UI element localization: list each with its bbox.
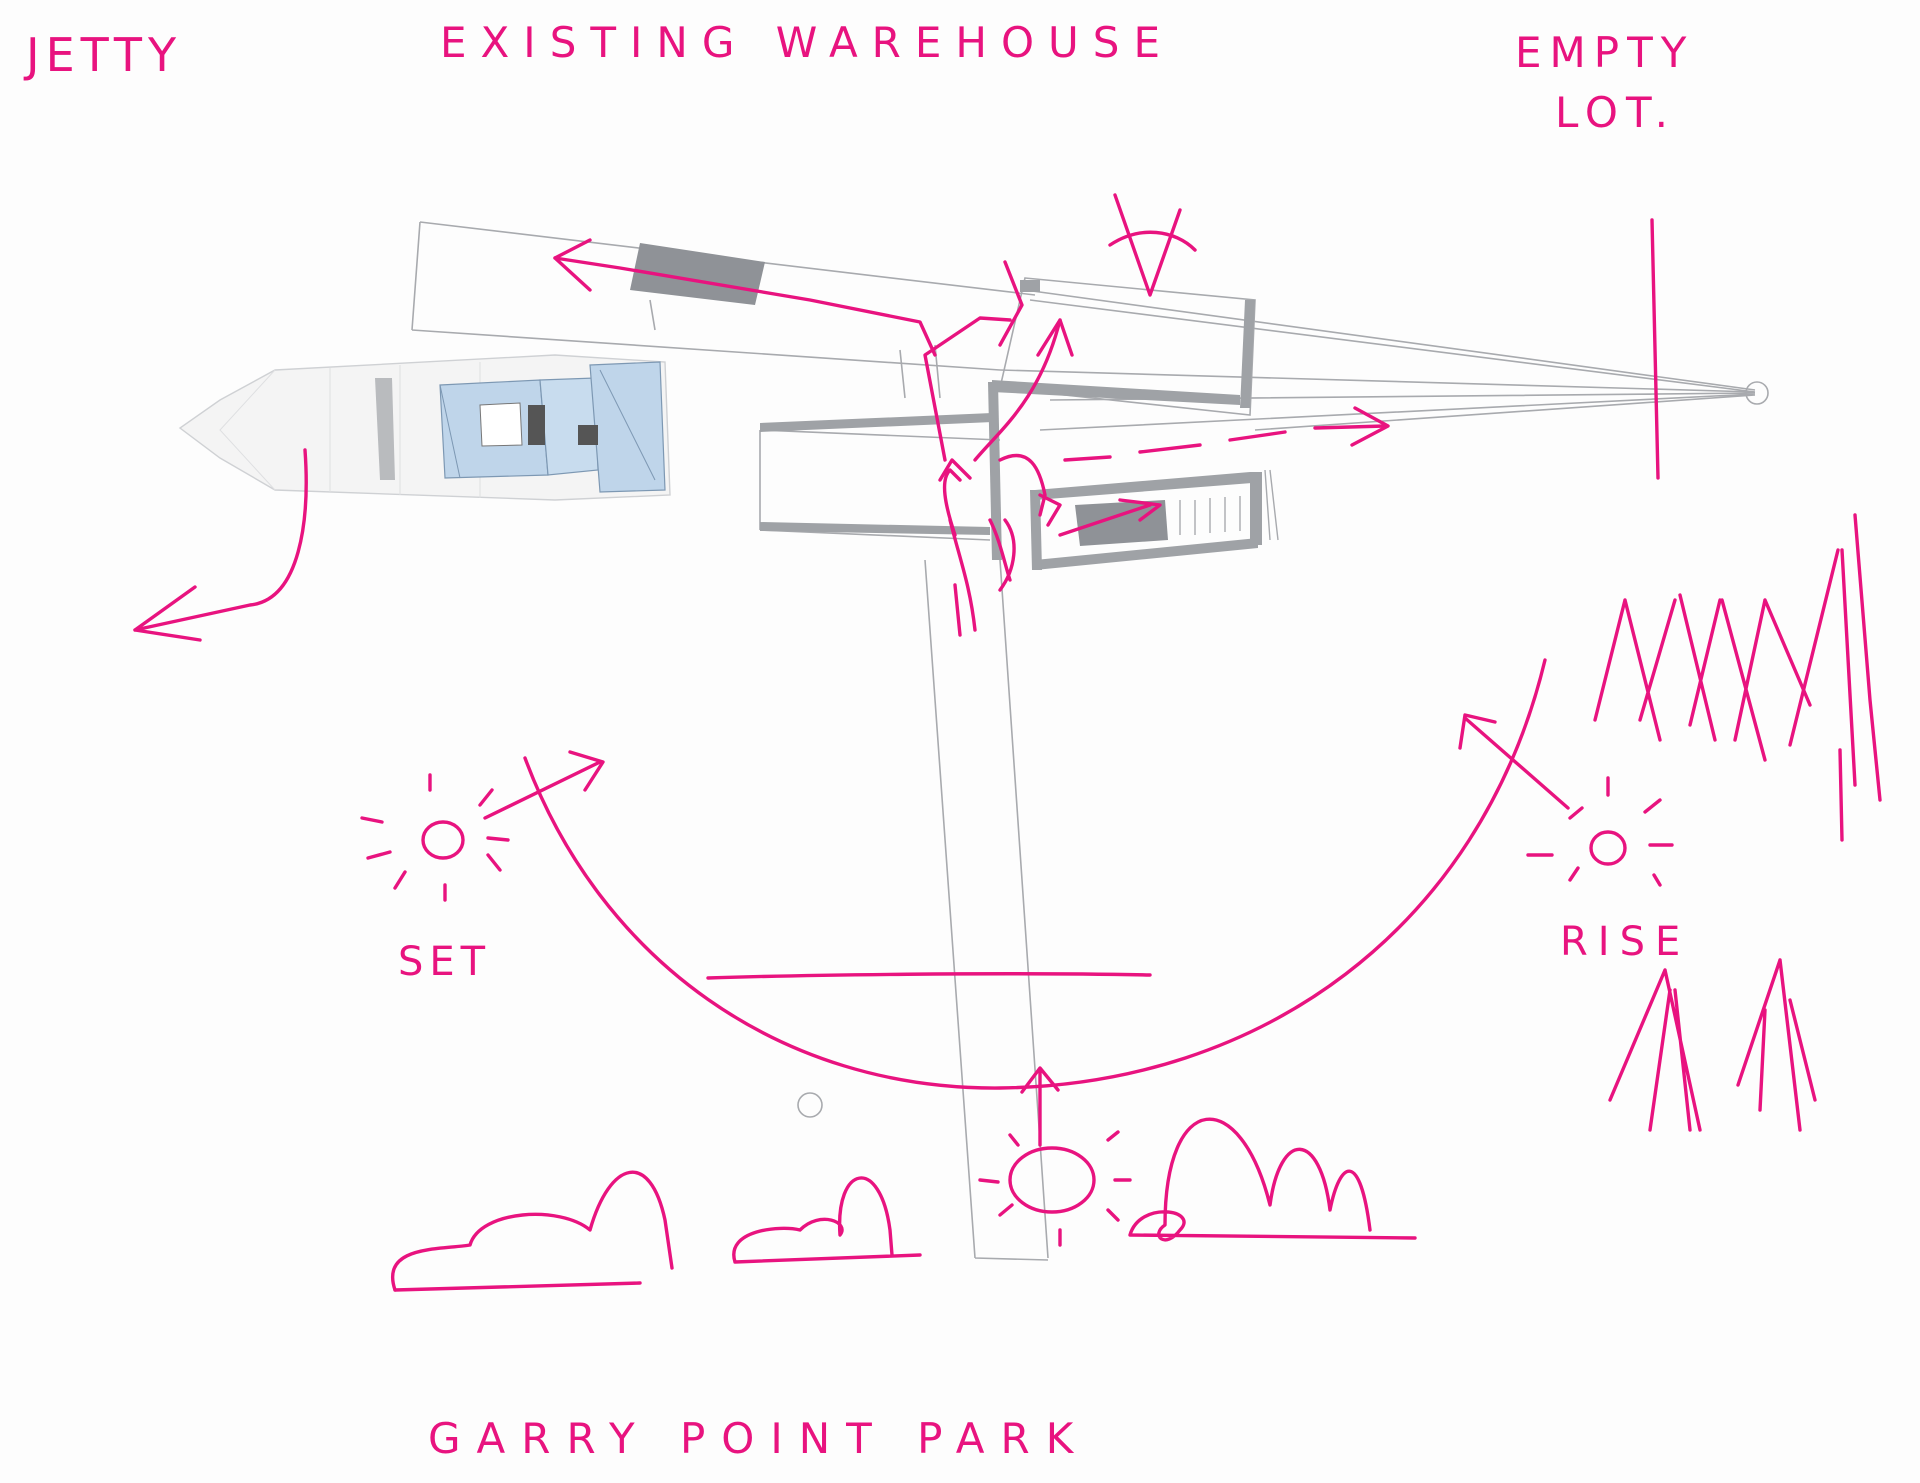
horizon-line <box>706 972 1152 980</box>
viewpoint-marker <box>1745 381 1769 405</box>
shrub-icon <box>391 1170 674 1292</box>
tree-icon <box>1593 513 1882 842</box>
marker-annotations <box>133 193 1882 1292</box>
building-walls <box>630 243 1262 570</box>
label-existing-warehouse: EXISTING WAREHOUSE <box>440 18 1174 67</box>
circulation-arrow <box>553 256 937 357</box>
view-arrow <box>1063 424 1387 462</box>
stair-treads <box>1179 469 1279 541</box>
tree-icon <box>1608 958 1817 1132</box>
shrub-icon <box>732 1176 922 1264</box>
sun-icon <box>360 773 510 902</box>
label-rise: RISE <box>1560 919 1691 965</box>
entry-arrow <box>923 316 1012 462</box>
sun-icon <box>978 1130 1132 1247</box>
label-garry-point-park: GARRY POINT PARK <box>428 1414 1090 1463</box>
label-empty: EMPTY <box>1515 28 1695 77</box>
label-set: SET <box>398 939 492 985</box>
view-eye-icon <box>1108 193 1197 297</box>
boat-icon <box>178 354 671 501</box>
sun-icon <box>1526 776 1674 887</box>
sun-path-arc <box>523 658 1547 1090</box>
label-lot: LOT. <box>1555 88 1676 137</box>
survey-point <box>797 1092 823 1118</box>
shrub-icon <box>1128 1117 1417 1242</box>
label-jetty: JETTY <box>26 28 183 82</box>
